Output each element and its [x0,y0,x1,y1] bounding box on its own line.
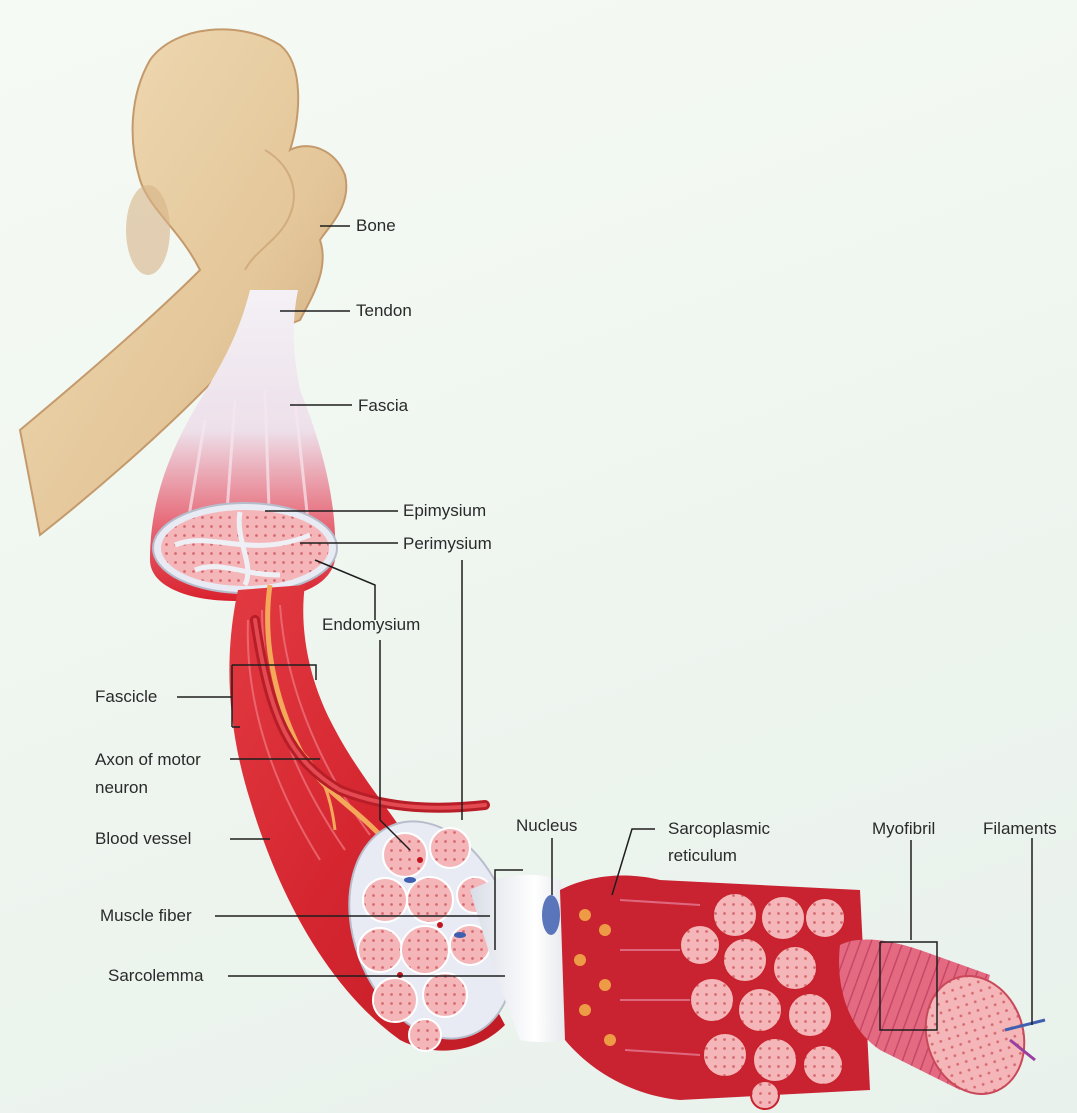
label-perimysium: Perimysium [403,533,492,555]
label-nucleus: Nucleus [516,815,577,837]
label-filaments: Filaments [983,818,1057,840]
myofibril-bundle [560,876,870,1109]
label-fascia: Fascia [358,395,408,417]
label-fascicle: Fascicle [95,686,157,708]
label-sarcoplasmic-line2: reticulum [668,845,737,867]
label-axon-line1: Axon of motor [95,749,201,771]
label-epimysium: Epimysium [403,500,486,522]
label-muscle-fiber: Muscle fiber [100,905,192,927]
label-tendon: Tendon [356,300,412,322]
label-sarcoplasmic-line1: Sarcoplasmic [668,818,770,840]
label-endomysium: Endomysium [322,614,420,636]
myofibril-shape [839,940,1045,1107]
label-bone: Bone [356,215,396,237]
label-myofibril: Myofibril [872,818,935,840]
label-blood-vessel: Blood vessel [95,828,191,850]
label-axon-line2: neuron [95,777,148,799]
fascicle-shape [229,585,543,1062]
label-sarcolemma: Sarcolemma [108,965,203,987]
